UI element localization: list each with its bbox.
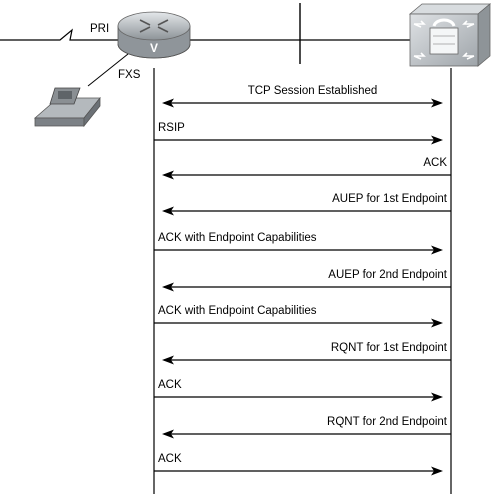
call-agent-icon	[408, 3, 492, 67]
message-arrow: RQNT for 1st Endpoint	[162, 342, 451, 365]
message-label: RQNT for 1st Endpoint	[331, 342, 448, 354]
message-arrow: RQNT for 2nd Endpoint	[162, 416, 451, 439]
message-arrow: ACK with Endpoint Capabilities	[154, 305, 443, 328]
message-arrow: ACK	[162, 157, 451, 180]
message-label: ACK	[158, 453, 182, 465]
message-arrow: ACK	[154, 379, 443, 402]
fxs-link	[87, 53, 129, 87]
router-glyph: V	[150, 41, 158, 55]
network-link	[190, 3, 410, 64]
pri-link	[0, 28, 120, 41]
message-label: ACK	[423, 157, 447, 169]
message-label: RSIP	[158, 122, 185, 134]
voice-router-icon	[117, 11, 191, 59]
message-label: ACK	[158, 379, 182, 391]
message-arrow: ACK	[154, 453, 443, 476]
message-arrow: RSIP	[154, 122, 443, 145]
message-label: RQNT for 2nd Endpoint	[327, 416, 448, 428]
pri-label: PRI	[90, 23, 109, 35]
analog-phone-icon	[33, 87, 101, 128]
message-arrow: TCP Session Established	[162, 85, 443, 108]
fxs-label: FXS	[118, 69, 141, 81]
message-arrow: ACK with Endpoint Capabilities	[154, 232, 443, 255]
message-label: AUEP for 1st Endpoint	[332, 193, 448, 205]
message-label: AUEP for 2nd Endpoint	[328, 269, 448, 281]
message-arrow: AUEP for 1st Endpoint	[162, 193, 451, 216]
message-label: ACK with Endpoint Capabilities	[158, 305, 317, 317]
message-arrow: AUEP for 2nd Endpoint	[162, 269, 451, 292]
message-label: TCP Session Established	[248, 85, 378, 97]
message-label: ACK with Endpoint Capabilities	[158, 232, 317, 244]
